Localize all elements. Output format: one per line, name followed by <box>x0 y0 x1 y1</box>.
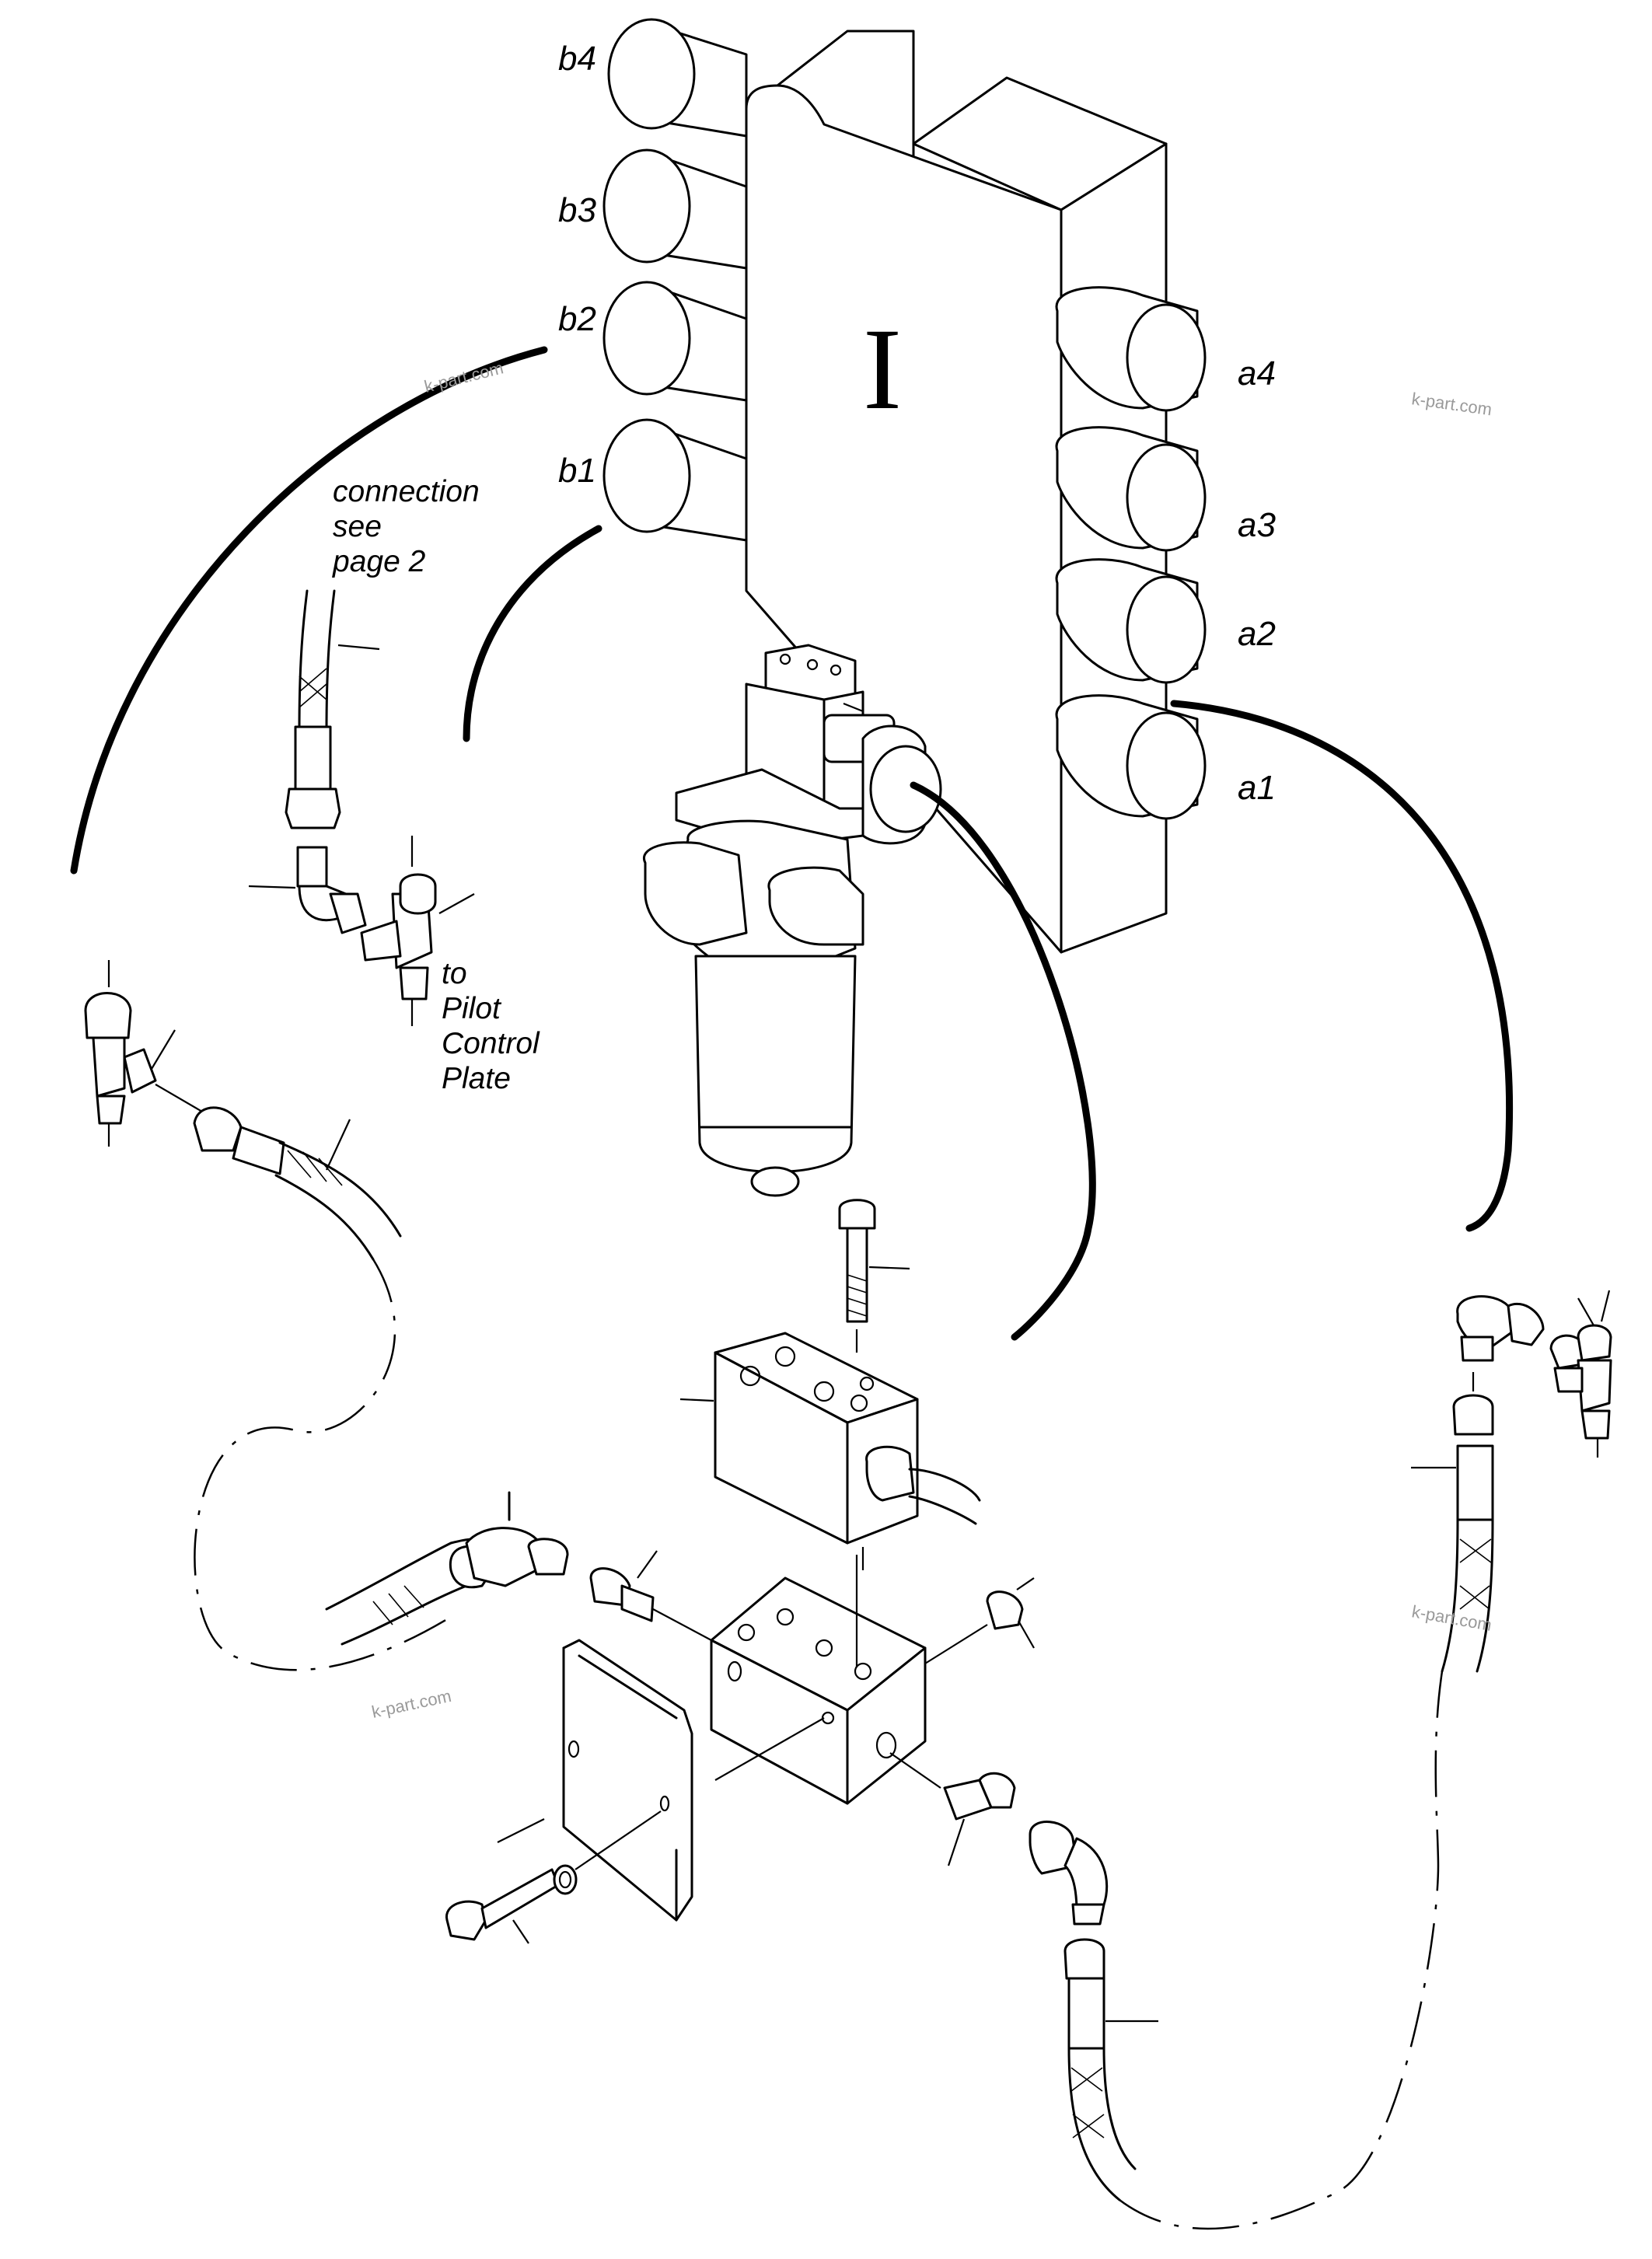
pilot-note-line-2: Pilot <box>442 992 502 1025</box>
port-labels-a: a4 a3 a2 a1 <box>1238 354 1276 807</box>
watermark-2: k-part.com <box>1410 389 1493 419</box>
connection-note-line-1: connection <box>333 475 480 508</box>
connection-note-line-2: see <box>333 510 382 543</box>
control-valve-block: I <box>602 18 1207 954</box>
label-b1: b1 <box>558 452 596 490</box>
watermark-3: k-part.com <box>370 1686 453 1722</box>
port-caps-a <box>1055 286 1207 820</box>
mounting-bracket-and-bolt <box>445 1639 693 1944</box>
left-tee-and-hose <box>84 960 402 1261</box>
connection-note: connection see page 2 <box>332 475 480 578</box>
label-a3: a3 <box>1238 506 1276 544</box>
manifold-outlet-hose <box>889 1752 1440 2230</box>
pressure-filter-assembly <box>642 644 942 1197</box>
block-roman-numeral: I <box>863 305 902 434</box>
left-hose-assembly <box>248 589 475 1026</box>
label-a2: a2 <box>1238 615 1276 653</box>
solenoid-block-and-manifold <box>679 1199 1035 1805</box>
pilot-note-line-1: to <box>442 957 467 990</box>
pilot-control-note: to Pilot Control Plate <box>442 957 540 1095</box>
port-labels-b: b4 b3 b2 b1 <box>558 40 596 490</box>
label-b2: b2 <box>558 300 596 338</box>
pilot-note-line-4: Plate <box>442 1062 511 1095</box>
label-b3: b3 <box>558 191 596 229</box>
label-b4: b4 <box>558 40 596 78</box>
hose-route-dashed-left <box>194 1259 452 1671</box>
right-fittings-and-hose <box>1411 1290 1612 1866</box>
label-a1: a1 <box>1238 769 1276 807</box>
pilot-note-line-3: Control <box>442 1027 540 1060</box>
leader-lines <box>843 702 864 713</box>
label-a4: a4 <box>1238 354 1276 393</box>
hydraulic-hose-lines <box>70 346 1513 1341</box>
connection-note-line-3: page 2 <box>332 545 426 578</box>
watermark-1: k-part.com <box>422 358 505 396</box>
port-cylinders-b <box>602 18 748 542</box>
manifold-inlet-hose <box>325 1491 712 1646</box>
